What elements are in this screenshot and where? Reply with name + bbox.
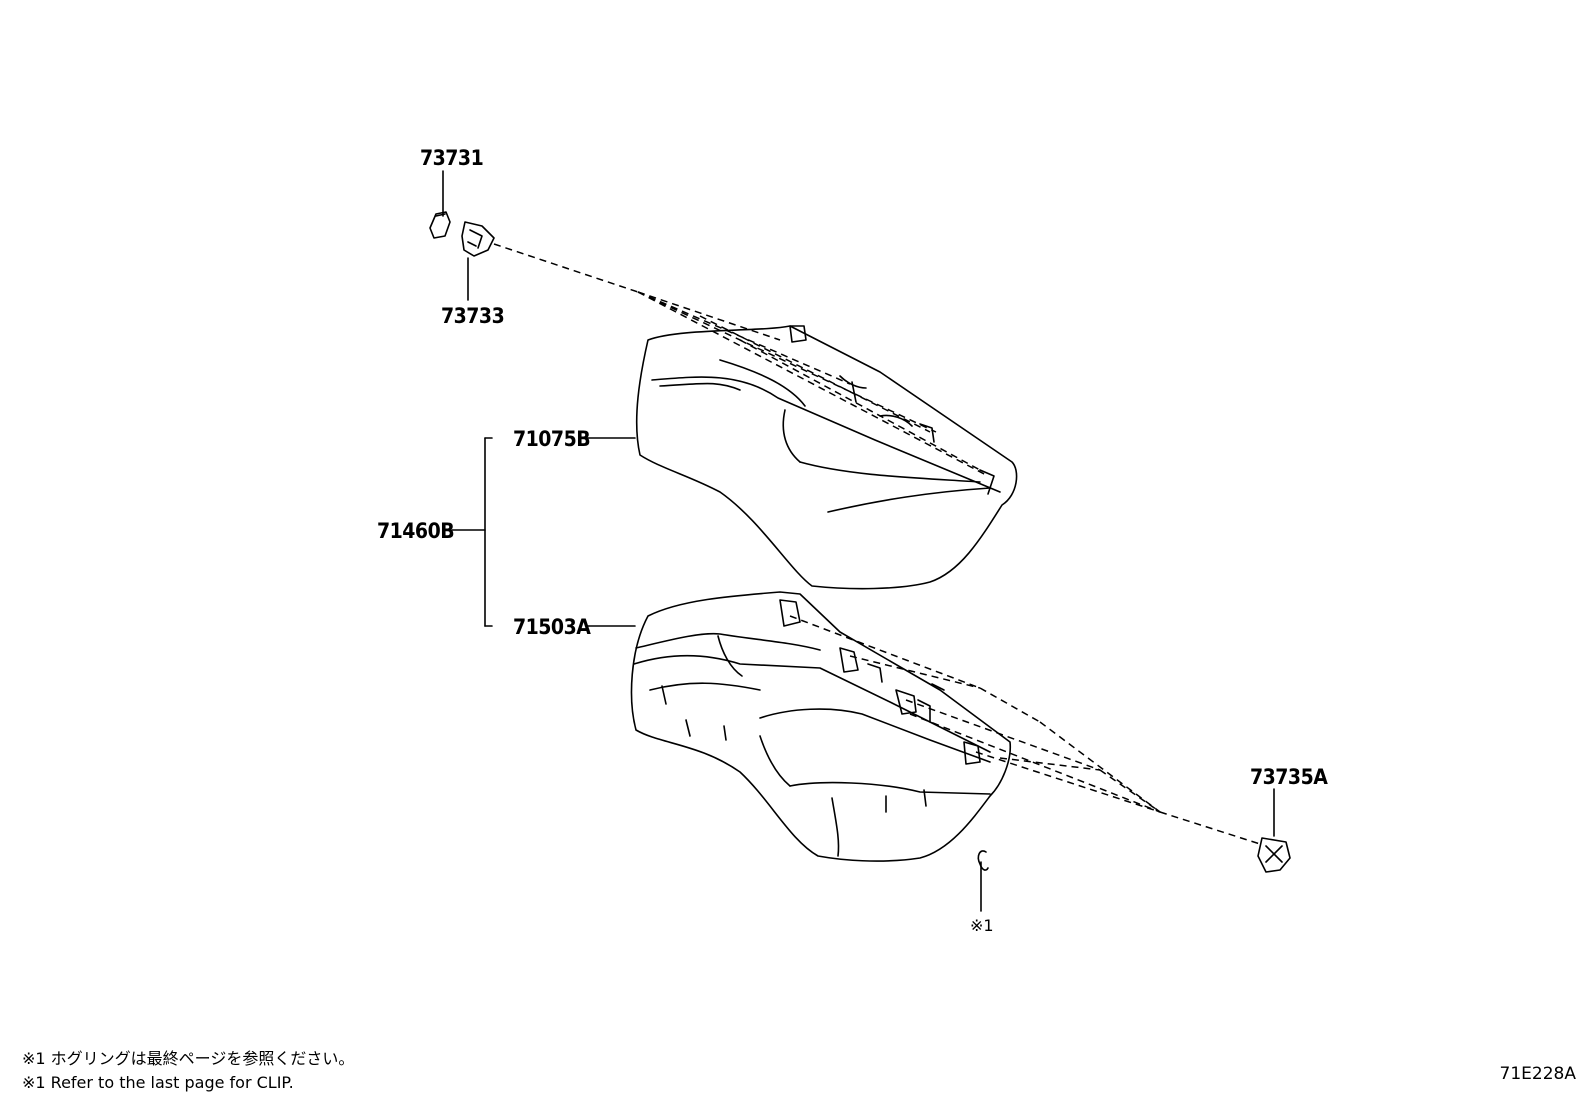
note-ref-label: ※1 bbox=[970, 916, 994, 935]
footnote-en: ※1 Refer to the last page for CLIP. bbox=[22, 1073, 294, 1092]
clip-73733-icon bbox=[461, 221, 495, 257]
part-label-71075B: 71075B bbox=[513, 427, 591, 451]
seat-pad-71503A bbox=[630, 591, 1012, 862]
part-label-73733: 73733 bbox=[441, 304, 505, 328]
assembly-lines bbox=[493, 243, 1261, 845]
hog-ring-icon bbox=[977, 850, 989, 871]
part-label-71503A: 71503A bbox=[513, 615, 591, 639]
drawing-id: 71E228A bbox=[1499, 1064, 1576, 1084]
leader-lines bbox=[442, 170, 1275, 912]
clip-73731-icon bbox=[429, 211, 451, 239]
part-label-73735A: 73735A bbox=[1250, 765, 1328, 789]
footnote-jp: ※1 ホグリングは最終ページを参照ください。 bbox=[22, 1049, 355, 1068]
clip-73735A-icon bbox=[1257, 837, 1291, 873]
seat-cover-71075B bbox=[635, 325, 1018, 590]
part-label-73731: 73731 bbox=[420, 146, 484, 170]
part-label-71460B: 71460B bbox=[377, 519, 455, 543]
